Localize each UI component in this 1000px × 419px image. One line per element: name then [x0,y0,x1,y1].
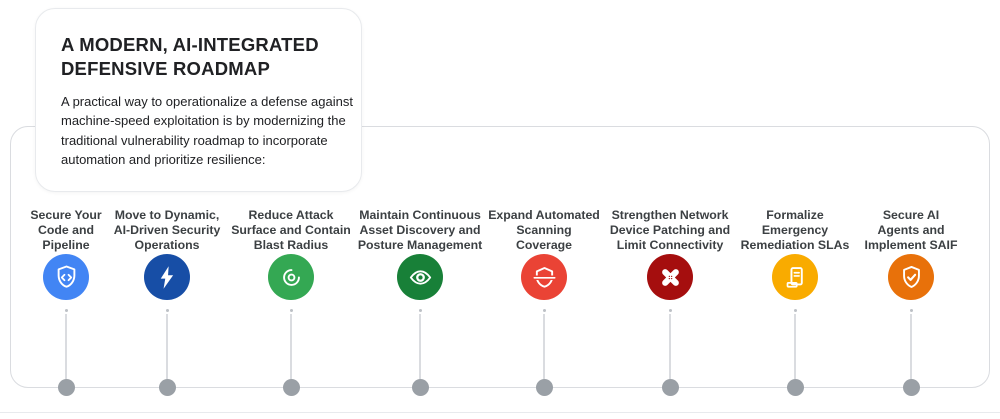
roadmap-step: Formalize Emergency Remediation SLAs [725,208,865,396]
roadmap-step: Strengthen Network Device Patching and L… [600,208,740,396]
timeline-node-dot [411,378,429,396]
shield-code-icon [43,254,89,300]
connector-start-dot [418,309,422,312]
bottom-divider [0,412,1000,413]
crossed-bandage-icon [647,254,693,300]
timeline-node-dot [57,378,75,396]
page-title: A MODERN, AI-INTEGRATED DEFENSIVE ROADMA… [61,34,319,80]
target-spiral-icon [268,254,314,300]
header-card: A MODERN, AI-INTEGRATED DEFENSIVE ROADMA… [35,8,362,193]
roadmap-step: Secure AI Agents and Implement SAIF [841,208,981,396]
connector-line [65,314,67,379]
connector-start-dot [289,309,293,312]
eye-icon [397,254,443,300]
connector-line [166,314,168,379]
timeline-node-dot [535,378,553,396]
step-label: Strengthen Network Device Patching and L… [609,208,731,253]
timeline-node-dot [786,378,804,396]
connector-start-dot [668,309,672,312]
timeline-node-dot [902,378,920,396]
step-label: Secure AI Agents and Implement SAIF [864,208,958,253]
roadmap-step: Reduce Attack Surface and Contain Blast … [221,208,361,396]
connector-line [910,314,912,379]
connector-line [290,314,292,379]
step-label: Reduce Attack Surface and Contain Blast … [231,208,351,253]
connector-start-dot [542,309,546,312]
connector-start-dot [909,309,913,312]
document-sla-icon [772,254,818,300]
lightning-bolt-icon [144,254,190,300]
connector-start-dot [64,309,68,312]
timeline-node-dot [282,378,300,396]
step-label: Formalize Emergency Remediation SLAs [740,208,850,253]
page-subtitle: A practical way to operationalize a defe… [61,94,353,167]
connector-line [794,314,796,379]
connector-line [669,314,671,379]
step-label: Move to Dynamic, AI-Driven Security Oper… [113,208,221,253]
shield-scan-icon [521,254,567,300]
connector-line [543,314,545,379]
roadmap-step: Secure Your Code and Pipeline [0,208,136,396]
timeline-node-dot [661,378,679,396]
connector-start-dot [165,309,169,312]
roadmap-step: Expand Automated Scanning Coverage [474,208,614,396]
step-label: Secure Your Code and Pipeline [30,208,102,253]
timeline-node-dot [158,378,176,396]
roadmap-step: Maintain Continuous Asset Discovery and … [350,208,490,396]
connector-start-dot [793,309,797,312]
shield-check-icon [888,254,934,300]
step-label: Expand Automated Scanning Coverage [488,208,600,253]
roadmap-step: Move to Dynamic, AI-Driven Security Oper… [97,208,237,396]
connector-line [419,314,421,379]
step-label: Maintain Continuous Asset Discovery and … [357,208,483,253]
